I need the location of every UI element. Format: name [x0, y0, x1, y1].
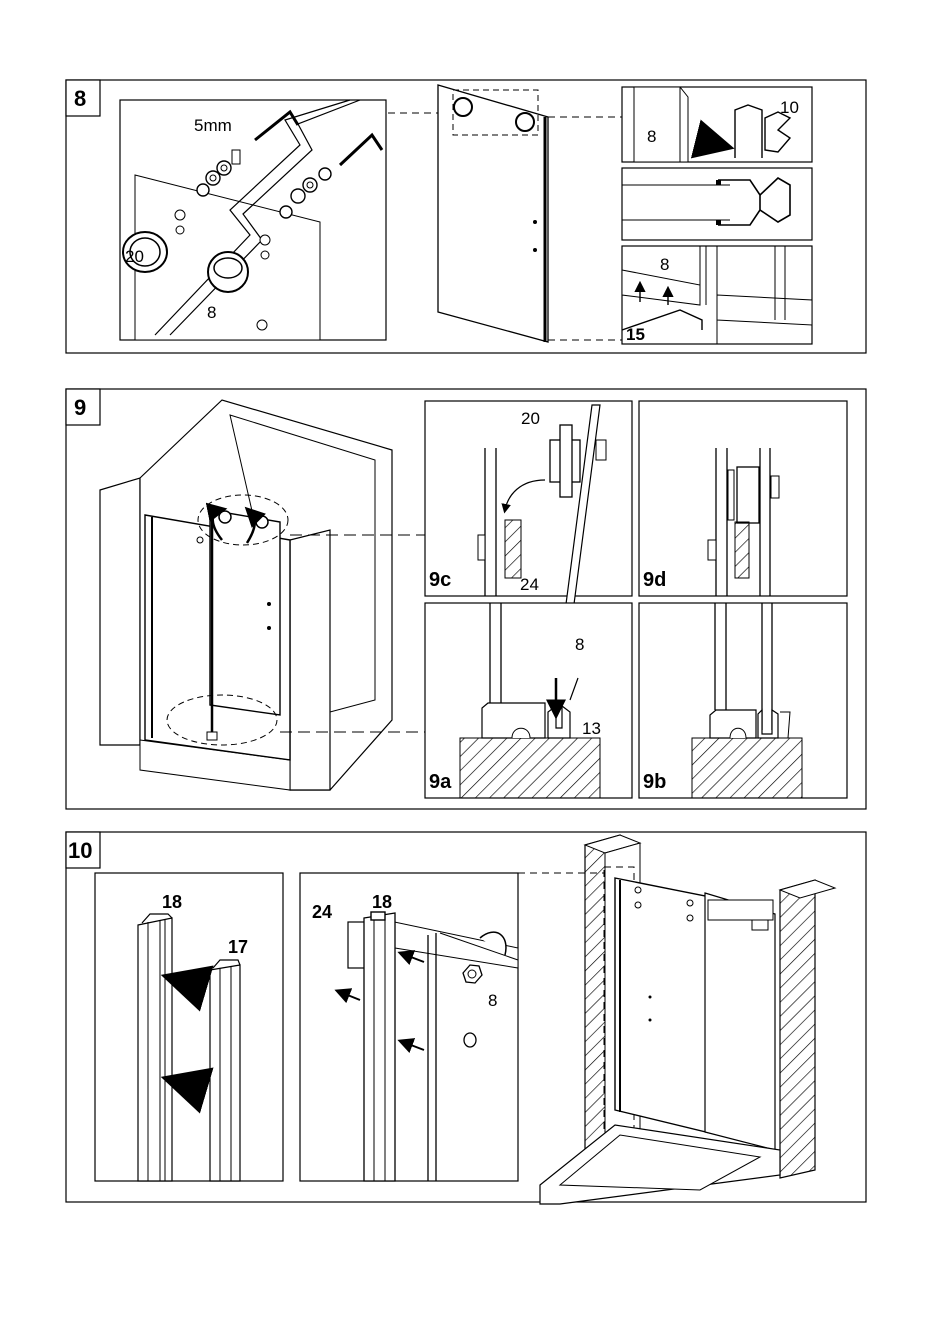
roller-label-9c: 20: [521, 409, 540, 428]
bottom-seal-detail: 8 15: [622, 246, 812, 344]
detail-9d: 9d: [639, 401, 847, 596]
step-8-panel: 8: [66, 80, 866, 353]
detail-9a-label: 9a: [429, 771, 452, 793]
stopper-label-9c: 24: [520, 575, 539, 594]
profile-label-18: 18: [162, 892, 182, 912]
detail-9b: 9b: [639, 603, 847, 798]
step-9-number: 9: [74, 395, 86, 420]
seal-label-10: 10: [780, 98, 799, 117]
seal-detail-top: 8 10: [622, 87, 812, 162]
glass-label-9a: 8: [575, 635, 584, 654]
profile-label-18-b: 18: [372, 892, 392, 912]
detail-9d-label: 9d: [643, 569, 666, 591]
roller-label-20: 20: [125, 247, 144, 266]
stopper-detail: 24 18 8: [300, 873, 518, 1181]
glass-door-panel: [438, 85, 548, 342]
glass-label-8: 8: [207, 303, 216, 322]
stopper-label-24: 24: [312, 902, 332, 922]
step-10-panel: 10 18 17: [66, 832, 866, 1204]
guide-label-13: 13: [582, 719, 601, 738]
seal-glass-label: 8: [647, 127, 656, 146]
bottom-seal-label-15: 15: [626, 325, 645, 344]
profiles-detail: 18 17: [95, 873, 283, 1181]
step-8-hardware-detail: 5mm 20 8: [120, 100, 386, 340]
glass-label-10: 8: [488, 991, 497, 1010]
hex-key-size-label: 5mm: [194, 116, 232, 135]
detail-9b-label: 9b: [643, 771, 666, 793]
step-8-number: 8: [74, 86, 86, 111]
step-10-number: 10: [68, 838, 92, 863]
bottom-glass-label: 8: [660, 255, 669, 274]
step-9-panel: 9: [66, 389, 866, 809]
profile-label-17: 17: [228, 937, 248, 957]
detail-9c-label: 9c: [429, 569, 451, 591]
detail-9a: 9a 8 13: [425, 603, 632, 798]
seal-detail-section: [622, 168, 812, 240]
